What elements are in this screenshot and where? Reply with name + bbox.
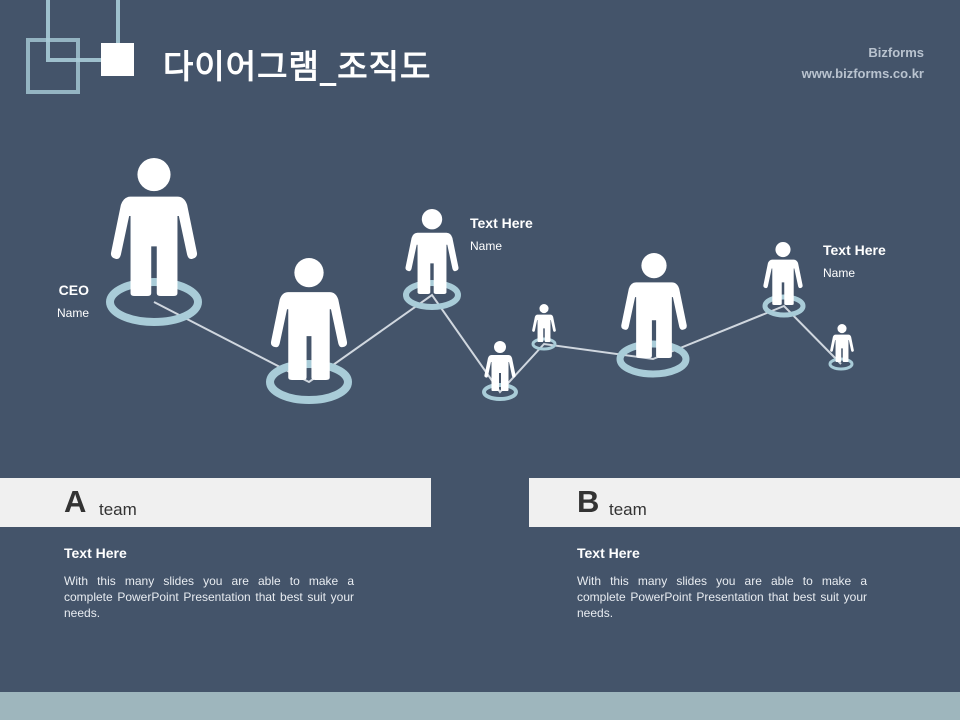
ceo-name: Name <box>56 306 89 320</box>
footer-bar <box>0 692 960 720</box>
ceo-label: CEO Name <box>30 282 89 320</box>
page-title: 다이어그램_조직도 <box>163 47 432 86</box>
team-a-panel: Text Here With this many slides you are … <box>64 545 354 621</box>
ring-ceo <box>106 278 202 326</box>
brand-url: www.bizforms.co.kr <box>801 66 924 81</box>
team-a-heading: Text Here <box>64 545 127 561</box>
brand-name: Bizforms <box>868 45 924 60</box>
node-rings <box>106 278 854 404</box>
team-a-letter: A <box>64 484 87 519</box>
ring-7 <box>762 294 806 318</box>
ceo-title: CEO <box>58 282 89 298</box>
ring-3 <box>403 280 461 310</box>
ring-5 <box>531 337 557 351</box>
brand-block: Bizforms www.bizforms.co.kr <box>802 42 924 84</box>
people <box>110 158 854 391</box>
ring-2 <box>266 360 352 404</box>
team-a-label: team <box>99 500 137 519</box>
team-b-panel: Text Here With this many slides you are … <box>577 545 867 621</box>
node-top-title: Text Here <box>470 215 533 231</box>
ring-6 <box>616 340 690 378</box>
logo-squares <box>26 0 134 94</box>
node-top-label: Text Here Name <box>470 215 533 253</box>
team-b-heading: Text Here <box>577 545 640 561</box>
team-b-band: B team <box>529 478 960 527</box>
team-a-body: With this many slides you are able to ma… <box>64 574 354 620</box>
team-b-label: team <box>609 500 647 519</box>
node-right-name: Name <box>823 266 856 280</box>
person-5-icon <box>532 304 556 342</box>
ring-4 <box>482 383 518 401</box>
node-right-title: Text Here <box>823 242 886 258</box>
node-top-name: Name <box>470 239 503 253</box>
node-right-label: Text Here Name <box>823 242 886 280</box>
team-b-body: With this many slides you are able to ma… <box>577 574 867 620</box>
person-ceo-icon <box>110 158 198 296</box>
org-diagram <box>106 158 854 404</box>
team-a-band: A team <box>0 478 431 527</box>
team-b-letter: B <box>577 484 600 519</box>
